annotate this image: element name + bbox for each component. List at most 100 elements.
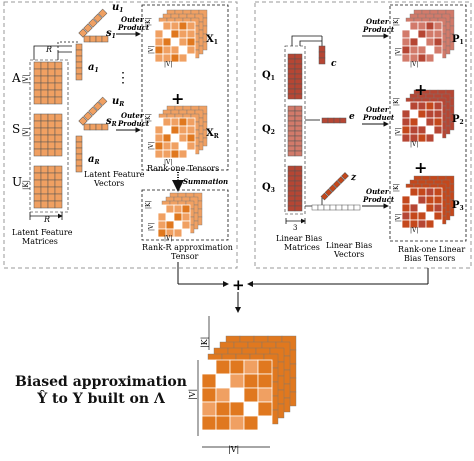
tensor-cell <box>417 45 427 55</box>
matrix-cell <box>47 141 56 150</box>
matrix-cell <box>294 170 303 177</box>
outer-product-label-r2: Outer Product <box>362 105 395 122</box>
tensor-rank-r <box>157 192 203 238</box>
tensor-cell <box>154 125 164 135</box>
tensor-cell <box>186 45 196 55</box>
matrix-cell <box>54 120 63 129</box>
tensor-cell <box>401 133 411 143</box>
matrix-cell <box>294 150 303 157</box>
matrix-cell <box>95 35 103 43</box>
tensor-cell <box>162 117 172 127</box>
matrix-cell <box>89 123 97 131</box>
rank-one-tensors-box <box>141 4 229 171</box>
matrix-cell <box>47 113 56 122</box>
svg-text:|V|: |V| <box>148 142 155 150</box>
tensor-cell <box>417 101 427 111</box>
tensor-dim-labels-left: |K| |V| |V| |K| |V| |V| <box>145 17 172 166</box>
vector-uR <box>78 96 108 126</box>
tensor-cell <box>154 141 164 151</box>
matrix-cell <box>287 58 296 65</box>
final-caption-line-2: Ŷ to Y built on Λ <box>37 391 165 407</box>
svg-text:|K|: |K| <box>200 337 209 348</box>
c-label: c <box>331 59 337 69</box>
svg-text:Outer: Outer <box>366 187 390 196</box>
u1-label: u1 <box>112 2 123 14</box>
label-linear-bias-vectors-2: Vectors <box>333 250 364 259</box>
tensor-cell <box>229 373 245 389</box>
rank-r-tensor-box <box>141 189 229 241</box>
tensor-cell <box>401 21 411 31</box>
matrix-cell <box>287 190 296 197</box>
matrix-cell <box>47 89 56 98</box>
matrix-cell <box>33 113 42 122</box>
final-caption: Biased approximation Ŷ to Y built on Λ <box>6 374 196 408</box>
matrix-cell <box>294 140 303 147</box>
matrix-cell <box>75 159 83 167</box>
tensor-cell <box>157 220 167 230</box>
e-label: e <box>349 112 355 122</box>
tensor-cell <box>417 53 427 63</box>
vector-u1 <box>78 8 108 38</box>
matrix-cell <box>47 68 56 77</box>
matrix-u <box>33 165 63 209</box>
tensor-cell <box>433 125 443 135</box>
final-dim-labels: |K| |V| |V| <box>188 337 239 454</box>
tensor-cell <box>186 117 196 127</box>
tensor-cell <box>257 373 273 389</box>
matrix-cell <box>47 165 56 174</box>
tensor-cell <box>173 212 183 222</box>
svg-text:|V|: |V| <box>410 61 418 68</box>
tensor-cell <box>201 359 217 375</box>
tensor-cell <box>401 37 411 47</box>
tensor-cell <box>433 45 443 55</box>
matrix-cell <box>47 82 56 91</box>
x1-label: X1 <box>206 34 218 46</box>
matrix-cell <box>353 204 361 211</box>
tensor-cell <box>186 53 196 63</box>
tensor-cell <box>425 53 435 63</box>
tensor-cell <box>409 45 419 55</box>
svg-text:|V|: |V| <box>228 445 239 454</box>
matrix-cell <box>294 125 303 132</box>
matrix-cell <box>47 193 56 202</box>
tensor-cell <box>417 117 427 127</box>
tensor-cell <box>154 149 164 159</box>
matrix-cell <box>287 110 296 117</box>
matrix-cell <box>287 195 296 202</box>
tensor-cell <box>170 29 180 39</box>
tensor-cell <box>186 149 196 159</box>
svg-text:|V|: |V| <box>395 48 402 56</box>
svg-text:Outer: Outer <box>121 15 145 24</box>
tensor-cell <box>425 109 435 119</box>
matrix-cell <box>33 165 42 174</box>
tensor-cell <box>433 101 443 111</box>
matrix-cell <box>287 73 296 80</box>
tensor-cell <box>162 21 172 31</box>
q2-label: Q2 <box>262 124 275 136</box>
final-caption-line-1: Biased approximation <box>15 374 187 390</box>
matrix-cell <box>40 120 49 129</box>
matrix-cell <box>40 148 49 157</box>
p3-label: P3 <box>452 200 464 212</box>
matrix-cell <box>347 204 355 211</box>
tensor-cell <box>215 415 231 431</box>
matrix-cell <box>294 115 303 122</box>
tensor-dim-labels-right: |K| |V| |V| |K| |V| |V| |K| |V| |V| <box>393 17 418 234</box>
matrix-cell <box>311 204 319 211</box>
matrix-cell <box>54 89 63 98</box>
plus-icon: + <box>171 89 184 108</box>
matrix-cell <box>287 83 296 90</box>
tensor-cell <box>178 117 188 127</box>
tensor-cell <box>154 21 164 31</box>
matrix-cell <box>75 67 83 75</box>
svg-text:Outer: Outer <box>366 17 390 26</box>
matrix-cell <box>294 135 303 142</box>
matrix-cell <box>323 204 331 211</box>
matrix-cell <box>75 61 83 69</box>
tensor-cell <box>409 29 419 39</box>
matrix-cell <box>40 96 49 105</box>
outer-product-label-r3: Outer Product <box>362 187 395 204</box>
left-panel-border <box>3 1 238 269</box>
vector-z-horizontal <box>311 204 361 211</box>
matrix-cell <box>287 68 296 75</box>
